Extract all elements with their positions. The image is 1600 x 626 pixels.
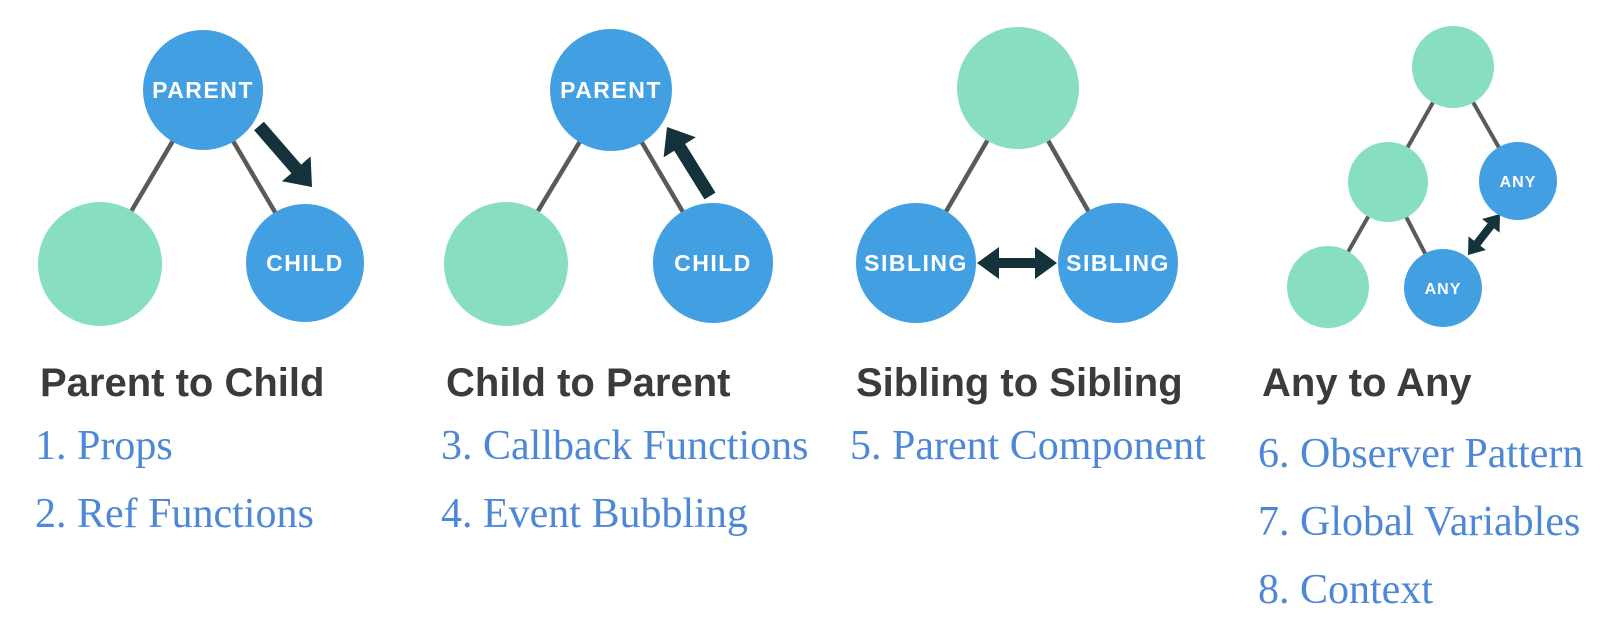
panel-title: Child to Parent — [446, 361, 731, 405]
double-diagonal-arrow-icon — [1468, 214, 1500, 255]
double-horizontal-arrow-icon — [977, 247, 1057, 279]
method-link[interactable]: 8. Context — [1258, 567, 1433, 613]
node-sibling-left-circle — [856, 203, 976, 323]
node-unlabeled-circle — [957, 27, 1079, 149]
method-link[interactable]: 6. Observer Pattern — [1258, 431, 1584, 477]
node-label: ANY — [1500, 174, 1537, 191]
node-label: ANY — [1425, 281, 1462, 298]
node-sibling-right-circle — [1058, 203, 1178, 323]
node-parent-circle — [550, 29, 672, 151]
method-link[interactable]: 5. Parent Component — [850, 423, 1206, 469]
node-label: PARENT — [560, 77, 662, 103]
diagram-any-to-any: ANY ANY — [1287, 26, 1557, 328]
node-any-upper-circle — [1479, 142, 1557, 220]
node-unlabeled-circle — [444, 202, 568, 326]
node-unlabeled-circle — [1348, 142, 1428, 222]
diagonal-down-arrow-icon — [254, 121, 312, 187]
method-link[interactable]: 3. Callback Functions — [441, 423, 809, 469]
node-label: PARENT — [152, 77, 254, 103]
node-any-lower-circle — [1404, 249, 1482, 327]
node-child-circle — [653, 203, 773, 323]
diagram-canvas: PARENT CHILD PARENT CHILD SIBLING SIBLIN… — [38, 26, 1557, 328]
node-unlabeled-circle — [1412, 26, 1494, 108]
node-unlabeled-circle — [1287, 246, 1369, 328]
panel-title: Parent to Child — [40, 361, 325, 405]
node-label: CHILD — [674, 250, 752, 276]
method-link[interactable]: 4. Event Bubbling — [441, 491, 748, 537]
method-link[interactable]: 1. Props — [35, 423, 173, 469]
diagram-parent-to-child: PARENT CHILD — [38, 30, 364, 326]
node-unlabeled-circle — [38, 202, 162, 326]
node-child-circle — [246, 204, 364, 322]
method-link[interactable]: 7. Global Variables — [1258, 499, 1581, 545]
node-parent-circle — [143, 30, 263, 150]
node-label: CHILD — [266, 250, 344, 276]
diagram-sibling-to-sibling: SIBLING SIBLING — [856, 27, 1178, 323]
node-label: SIBLING — [1066, 250, 1170, 276]
diagonal-up-arrow-icon — [663, 127, 716, 200]
node-label: SIBLING — [864, 250, 968, 276]
panel-title: Sibling to Sibling — [856, 361, 1183, 405]
method-link[interactable]: 2. Ref Functions — [35, 491, 314, 537]
panel-title: Any to Any — [1262, 361, 1472, 405]
diagram-child-to-parent: PARENT CHILD — [444, 29, 773, 326]
